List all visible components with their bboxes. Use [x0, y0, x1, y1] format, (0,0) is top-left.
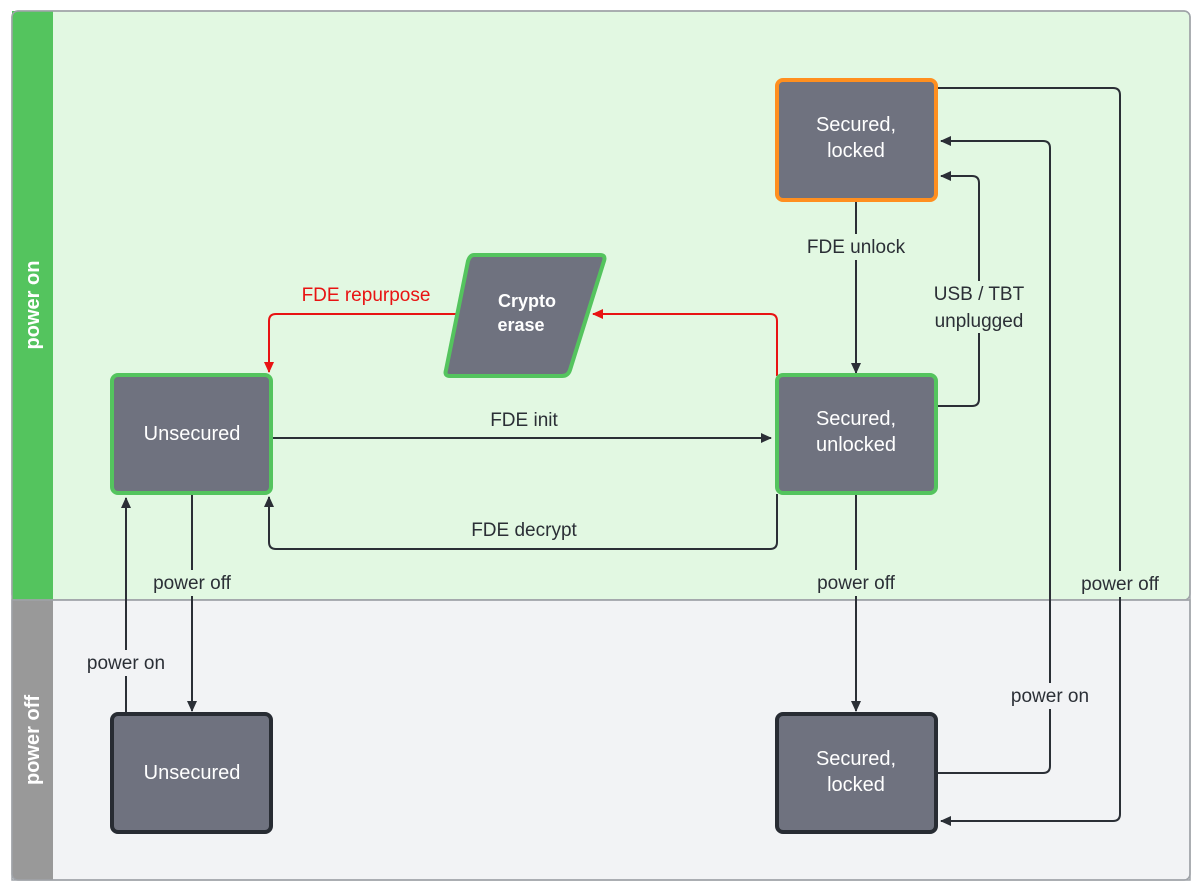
edge-fde-repurpose-out [264, 313, 459, 373]
label-unplugged: unplugged [935, 311, 1024, 332]
label-power-off-right: power off [1081, 574, 1160, 595]
label-fde-repurpose: FDE repurpose [302, 285, 431, 306]
edge-power-on-right [938, 136, 1051, 774]
label-power-on-left: power on [87, 653, 165, 674]
label-fde-decrypt: FDE decrypt [471, 520, 577, 541]
node-secured-locked-off-line1: Secured, [816, 748, 896, 770]
node-secured-locked-off: Secured, locked [775, 712, 938, 834]
node-unsecured-on: Unsecured [110, 373, 273, 495]
node-crypto-erase-line2: erase [497, 315, 544, 335]
label-fde-unlock: FDE unlock [807, 237, 906, 258]
lane-power-off-label: power off [22, 695, 44, 785]
node-unsecured-off-label: Unsecured [144, 762, 241, 784]
label-power-off-mid: power off [817, 573, 896, 594]
edge-fde-repurpose-in [592, 309, 778, 376]
node-crypto-erase: Crypto erase [443, 253, 607, 378]
lane-power-on-label: power on [22, 261, 44, 350]
label-usb-tbt: USB / TBT [934, 284, 1025, 305]
node-crypto-erase-line1: Crypto [498, 291, 556, 311]
node-secured-locked-on-line2: locked [827, 140, 885, 162]
node-secured-locked-off-line2: locked [827, 774, 885, 796]
label-power-off-left: power off [153, 573, 232, 594]
node-secured-unlocked-line2: unlocked [816, 434, 896, 456]
edge-labels: FDE unlock USB / TBT unplugged FDE repur… [74, 234, 1172, 709]
edges [121, 87, 1121, 826]
node-unsecured-off: Unsecured [110, 712, 273, 834]
edge-power-off-right [938, 87, 1121, 826]
edge-fde-decrypt [264, 494, 778, 550]
node-secured-locked-on-line1: Secured, [816, 114, 896, 136]
node-secured-unlocked-line1: Secured, [816, 408, 896, 430]
label-power-on-right: power on [1011, 686, 1089, 707]
node-secured-unlocked: Secured, unlocked [775, 373, 938, 495]
node-unsecured-on-label: Unsecured [144, 423, 241, 445]
label-fde-init: FDE init [490, 410, 558, 431]
node-secured-locked-on: Secured, locked [775, 78, 938, 202]
